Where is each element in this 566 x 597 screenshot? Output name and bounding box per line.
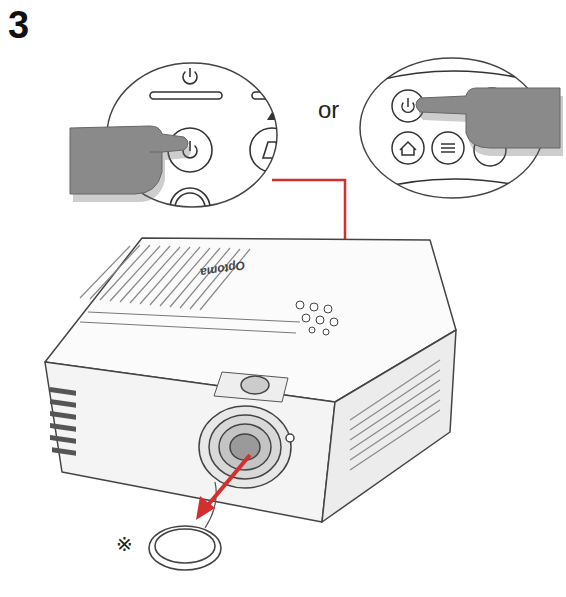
projector-body	[45, 238, 456, 522]
footnote-mark: ※	[116, 532, 133, 556]
arrow-head	[196, 496, 215, 520]
or-text: or	[318, 96, 339, 124]
panel-callout	[70, 63, 312, 228]
remove-arrow	[208, 455, 250, 505]
step-number: 3	[8, 4, 29, 47]
remote-callout	[360, 58, 563, 198]
lens-cap	[149, 526, 221, 570]
